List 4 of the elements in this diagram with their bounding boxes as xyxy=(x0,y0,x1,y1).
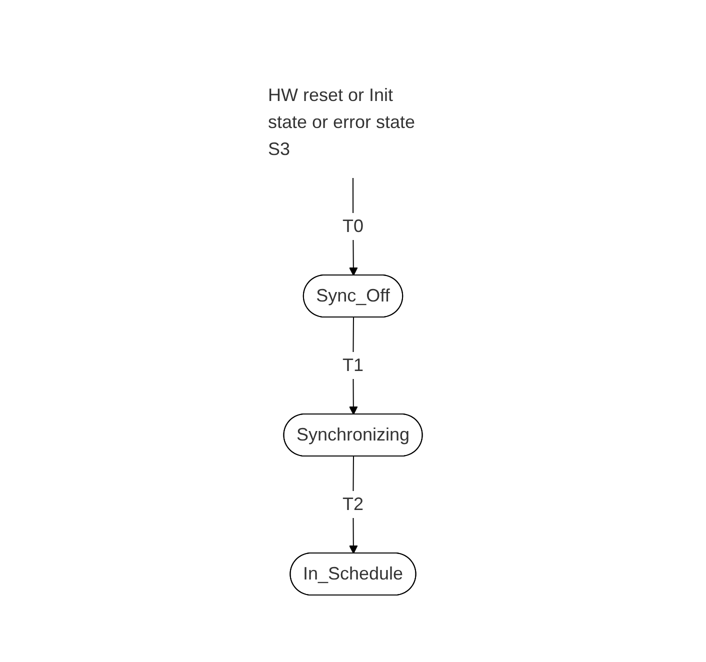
edge-label: T0 xyxy=(342,216,364,236)
edge-label: T1 xyxy=(342,355,364,375)
edge-label: T2 xyxy=(342,494,364,514)
node-text: HW reset or Init state or error state S3 xyxy=(268,85,416,159)
